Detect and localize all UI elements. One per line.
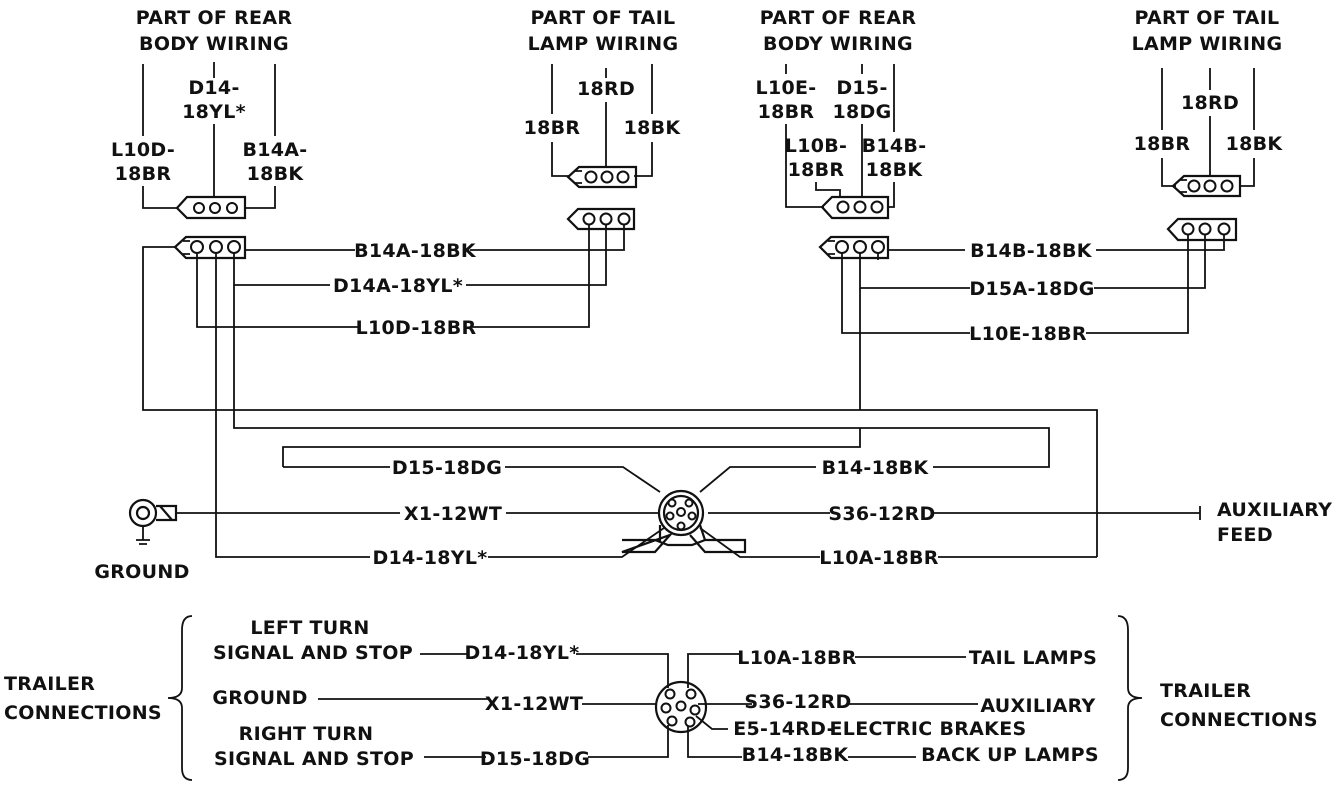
connector-3pin <box>1171 174 1242 198</box>
group-title-line2: BODY WIRING <box>139 33 289 55</box>
auxiliary-feed-label-line2: FEED <box>1217 524 1273 546</box>
wire-label-b14a: B14A-18BK <box>354 240 477 262</box>
rear-body-wiring-left: PART OF REAR BODY WIRING D14- 18YL* L10D… <box>111 7 307 260</box>
legend-wire-d14: D14-18YL* <box>464 642 579 664</box>
wire-label-b14: B14-18BK <box>822 457 930 479</box>
wire-label-x1: X1-12WT <box>404 503 502 525</box>
wire-label-l10d: L10D-18BR <box>356 317 477 339</box>
group-title-line1: PART OF TAIL <box>1135 7 1280 29</box>
wire-label: 18BR <box>758 101 815 123</box>
wire-label: 18RD <box>577 78 635 100</box>
wire-label: L10D- <box>111 139 175 161</box>
tail-lamp-wiring-right: PART OF TAIL LAMP WIRING 18RD 18BR 18BK <box>1132 7 1284 242</box>
right-brace <box>1117 615 1143 781</box>
connector-3pin <box>818 235 890 260</box>
wire-label-d14: D14-18YL* <box>372 547 487 569</box>
wire-label-d15: D15-18DG <box>392 457 502 479</box>
wire-label: 18BK <box>247 163 305 185</box>
legend-right-title-line2: CONNECTIONS <box>1160 709 1318 731</box>
wire-label-l10a: L10A-18BR <box>819 547 938 569</box>
wire-label: D15- <box>836 77 887 99</box>
connector-3pin <box>175 195 247 220</box>
connector-3pin <box>820 195 890 220</box>
trailer-plug-area: D15-18DG B14-18BK X1-12WT S36-12RD D14-1… <box>94 428 1332 583</box>
wire-label: B14B- <box>862 135 927 157</box>
wire-label: 18DG <box>832 101 891 123</box>
wire-label: 18BR <box>788 159 845 181</box>
legend-back-up-lamps: BACK UP LAMPS <box>921 744 1099 766</box>
connector-3pin <box>566 165 638 189</box>
legend-wire-l10a: L10A-18BR <box>737 647 856 669</box>
wire-label: L10E- <box>756 77 817 99</box>
trailer-connections-legend: TRAILER CONNECTIONS TRAILER CONNECTIONS … <box>4 615 1318 781</box>
trailer-plug <box>621 489 747 554</box>
legend-right-title-line1: TRAILER <box>1160 680 1251 702</box>
rear-body-wiring-right: PART OF REAR BODY WIRING L10E- 18BR D15-… <box>756 7 927 260</box>
wire-label: 18BR <box>1134 133 1191 155</box>
legend-electric-brakes: ELECTRIC BRAKES <box>830 718 1027 740</box>
legend-wire-b14: B14-18BK <box>742 744 850 766</box>
legend-wire-x1: X1-12WT <box>485 693 583 715</box>
wire-label: B14A- <box>242 139 307 161</box>
legend-wire-d15: D15-18DG <box>480 748 590 770</box>
legend-trailer-plug <box>654 680 708 734</box>
wire-label: 18YL* <box>182 101 246 123</box>
group-title-line1: PART OF TAIL <box>531 7 676 29</box>
group-title-line1: PART OF REAR <box>760 7 917 29</box>
tail-lamp-wiring-left: PART OF TAIL LAMP WIRING 18RD 18BR 18BK <box>524 7 682 231</box>
legend-left-title-line1: TRAILER <box>4 673 95 695</box>
legend-wire-s36: S36-12RD <box>744 691 851 713</box>
legend-auxiliary: AUXILIARY <box>980 695 1095 717</box>
group-title-line1: PART OF REAR <box>136 7 293 29</box>
right-harness: B14B-18BK D15A-18DG L10E-18BR <box>841 235 1225 410</box>
wire-label: 18RD <box>1181 92 1239 114</box>
left-brace <box>167 615 193 781</box>
wire-label-d15a: D15A-18DG <box>969 278 1094 300</box>
wire-label: 18BK <box>1226 133 1284 155</box>
legend-tail-lamps: TAIL LAMPS <box>969 647 1097 669</box>
wire-label: L10B- <box>785 135 847 157</box>
left-harness: B14A-18BK D14A-18YL* L10D-18BR <box>142 225 1098 558</box>
wire-label-s36: S36-12RD <box>828 503 935 525</box>
legend-wire-e5: E5-14RD- <box>733 718 835 740</box>
legend-ground: GROUND <box>212 687 307 709</box>
legend-left-turn-line1: LEFT TURN <box>250 617 369 639</box>
legend-left-title-line2: CONNECTIONS <box>4 702 162 724</box>
wire-label-b14b: B14B-18BK <box>970 240 1093 262</box>
legend-right-turn-line2: SIGNAL AND STOP <box>214 748 414 770</box>
group-title-line2: BODY WIRING <box>763 33 913 55</box>
legend-left-turn-line2: SIGNAL AND STOP <box>213 642 413 664</box>
connector-3pin <box>1166 217 1238 242</box>
legend-right-turn-line1: RIGHT TURN <box>239 723 374 745</box>
wire-label: 18BK <box>866 159 924 181</box>
auxiliary-feed-label-line1: AUXILIARY <box>1217 499 1332 521</box>
wire-label-d14a: D14A-18YL* <box>333 275 463 297</box>
wire-label: 18BK <box>624 117 682 139</box>
ground-icon <box>128 498 178 545</box>
ground-label: GROUND <box>94 561 189 583</box>
wire-label: 18BR <box>524 117 581 139</box>
wire-label-l10e: L10E-18BR <box>969 323 1087 345</box>
group-title-line2: LAMP WIRING <box>1132 33 1283 55</box>
wire-label: 18BR <box>115 163 172 185</box>
wire-label: D14- <box>188 77 239 99</box>
group-title-line2: LAMP WIRING <box>528 33 679 55</box>
